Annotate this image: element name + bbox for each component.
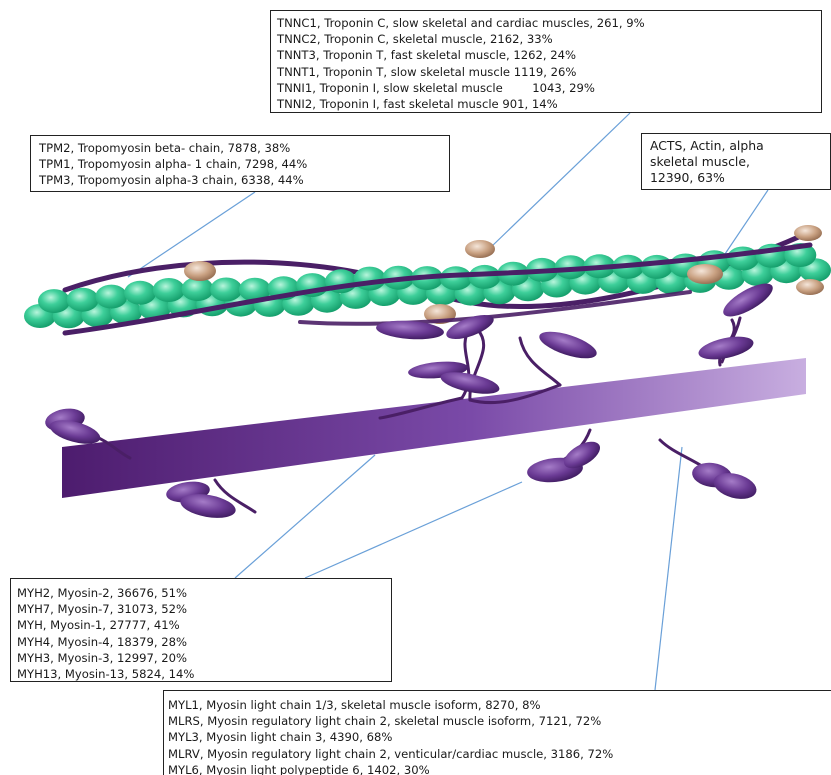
troponin-label-line: TNNI1, Troponin I, slow skeletal muscle …: [277, 80, 821, 96]
troponin-label-box: TNNC1, Troponin C, slow skeletal and car…: [270, 10, 822, 113]
actin-label-box: ACTS, Actin, alpha skeletal muscle, 1239…: [641, 133, 831, 190]
myosin-head: [536, 326, 599, 364]
troponin-label-line: TNNC2, Troponin C, skeletal muscle, 2162…: [277, 31, 821, 47]
leader-line-troponin: [490, 113, 630, 248]
actin-bead: [440, 266, 472, 290]
myosin-label-line: MYH4, Myosin-4, 18379, 28%: [17, 634, 391, 650]
myosin-label-line: MYH7, Myosin-7, 31073, 52%: [17, 601, 391, 617]
troponin-bead: [794, 225, 822, 241]
actin-label-line: 12390, 63%: [650, 170, 830, 186]
myosin-label-line: MYH13, Myosin-13, 5824, 14%: [17, 666, 391, 682]
myosin-head: [697, 332, 756, 363]
tropomyosin-label-box: TPM2, Tropomyosin beta- chain, 7878, 38%…: [30, 135, 450, 192]
troponin-label-line: TNNC1, Troponin C, slow skeletal and car…: [277, 15, 821, 31]
light-chain-label-line: MLRV, Myosin regulatory light chain 2, v…: [168, 746, 831, 762]
light-chain-label-line: MYL3, Myosin light chain 3, 4390, 68%: [168, 729, 831, 745]
troponin-bead: [465, 240, 495, 258]
actin-bead: [95, 285, 127, 309]
myosin-label-line: MYH3, Myosin-3, 12997, 20%: [17, 650, 391, 666]
troponin-label-line: TNNI2, Troponin I, fast skeletal muscle …: [277, 96, 821, 112]
troponin-label-line: TNNT3, Troponin T, fast skeletal muscle,…: [277, 47, 821, 63]
actin-bead: [153, 278, 185, 302]
actin-label-line: ACTS, Actin, alpha: [650, 138, 830, 154]
actin-label-line: skeletal muscle,: [650, 154, 830, 170]
tropomyosin-label-line: TPM2, Tropomyosin beta- chain, 7878, 38%: [39, 140, 449, 156]
troponin-bead: [796, 279, 824, 295]
myosin-heavy-chain-label-box: MYH2, Myosin-2, 36676, 51% MYH7, Myosin-…: [10, 578, 392, 682]
leader-line-actin: [725, 190, 768, 254]
leader-line-myosin-head: [305, 482, 522, 578]
light-chain-label-line: MLRS, Myosin regulatory light chain 2, s…: [168, 713, 831, 729]
actin-bead: [210, 278, 242, 302]
myosin-light-chain-label-box: MYL1, Myosin light chain 1/3, skeletal m…: [163, 690, 831, 775]
light-chain-label-line: MYL1, Myosin light chain 1/3, skeletal m…: [168, 697, 831, 713]
myosin-label-line: MYH2, Myosin-2, 36676, 51%: [17, 585, 391, 601]
troponin-bead: [687, 264, 723, 284]
tropomyosin-label-line: TPM1, Tropomyosin alpha- 1 chain, 7298, …: [39, 156, 449, 172]
actin-bead: [67, 288, 99, 312]
troponin-label-line: TNNT1, Troponin T, slow skeletal muscle …: [277, 64, 821, 80]
actin-bead: [124, 281, 156, 305]
leader-line-light-chain: [655, 447, 682, 690]
leader-line-myosin-rod: [235, 455, 375, 578]
light-chain-label-line: MYL6, Myosin light polypeptide 6, 1402, …: [168, 762, 831, 775]
myosin-label-line: MYH, Myosin-1, 27777, 41%: [17, 617, 391, 633]
troponin-bead: [184, 261, 216, 281]
actin-bead: [38, 289, 70, 313]
actin-bead: [354, 267, 386, 291]
actin-bead: [641, 255, 673, 279]
tropomyosin-label-line: TPM3, Tropomyosin alpha-3 chain, 6338, 4…: [39, 172, 449, 188]
